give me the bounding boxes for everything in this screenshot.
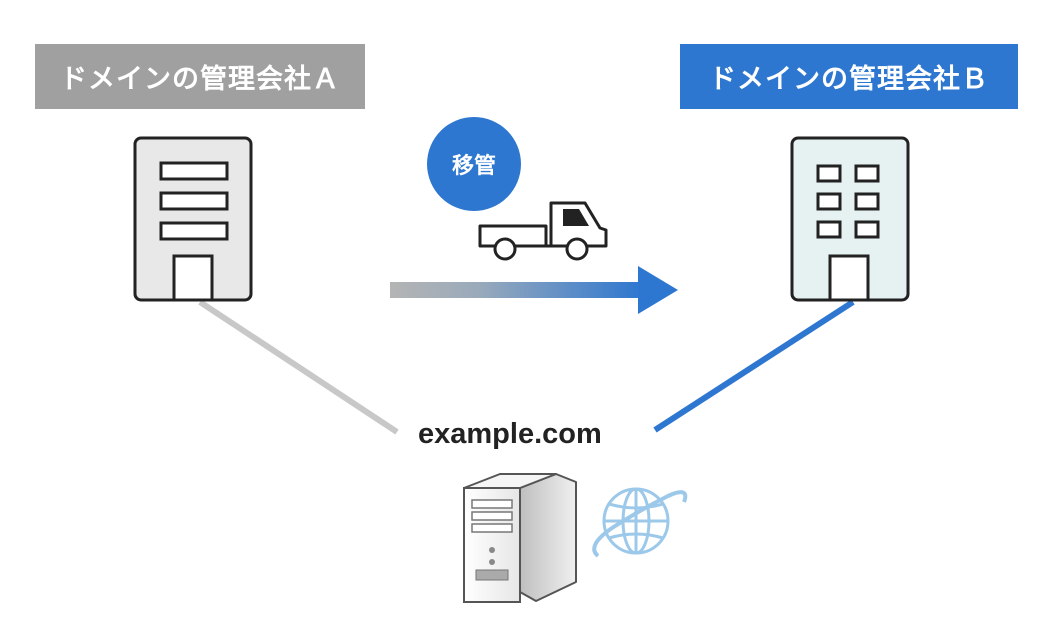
building-b-icon (790, 136, 910, 302)
transfer-badge: 移管 (427, 117, 521, 211)
domain-name: example.com (418, 417, 602, 450)
building-a-icon (133, 136, 253, 302)
globe-icon (592, 487, 688, 558)
connector-line-a (198, 299, 399, 435)
company-a-label: ドメインの管理会社Ａ (35, 44, 365, 109)
transfer-label: 移管 (451, 154, 496, 179)
connector-line-b (653, 299, 855, 433)
arrow-icon (390, 266, 678, 314)
company-b-label: ドメインの管理会社Ｂ (680, 44, 1018, 109)
server-icon (463, 473, 577, 603)
truck-icon (478, 201, 608, 261)
